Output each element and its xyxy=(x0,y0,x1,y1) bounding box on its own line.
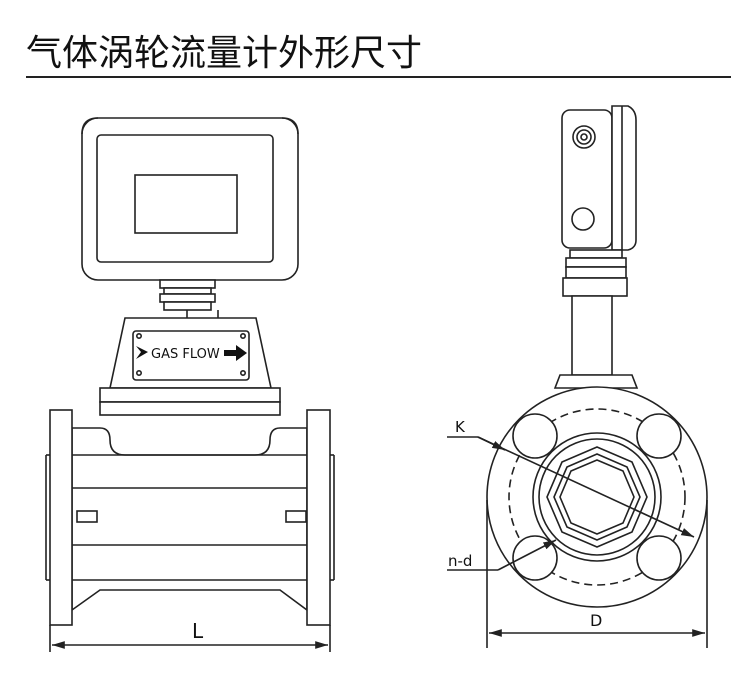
bolt-hole xyxy=(636,413,682,459)
side-head xyxy=(561,105,637,251)
dimension-D: D xyxy=(486,500,708,648)
front-view: GAS FLOW L xyxy=(45,117,335,652)
page-title: 气体涡轮流量计外形尺寸 xyxy=(26,33,423,74)
dimension-K: K xyxy=(447,418,695,538)
dimension-D-label: D xyxy=(590,611,602,630)
plate-label: GAS FLOW xyxy=(151,347,220,362)
meter-body xyxy=(45,409,335,626)
side-neck xyxy=(553,249,639,389)
flange-face xyxy=(486,386,708,608)
nameplate: GAS FLOW xyxy=(132,330,250,381)
dimension-nd: n-d xyxy=(447,539,557,571)
neck xyxy=(159,279,219,318)
title-underline xyxy=(26,76,731,78)
right-flange xyxy=(306,409,331,626)
left-flange xyxy=(49,409,73,626)
flow-arrow-icon xyxy=(224,345,247,361)
bolt-hole xyxy=(512,413,558,459)
display-screen xyxy=(134,174,238,234)
bolt-hole xyxy=(636,535,682,581)
dimension-L: L xyxy=(49,619,331,652)
dimension-K-label: K xyxy=(455,418,466,436)
side-view: K n-d D xyxy=(447,105,708,648)
display-head xyxy=(81,117,299,281)
flow-tail-icon xyxy=(136,346,148,359)
dimension-nd-label: n-d xyxy=(448,552,472,570)
dimension-L-label: L xyxy=(192,619,204,643)
